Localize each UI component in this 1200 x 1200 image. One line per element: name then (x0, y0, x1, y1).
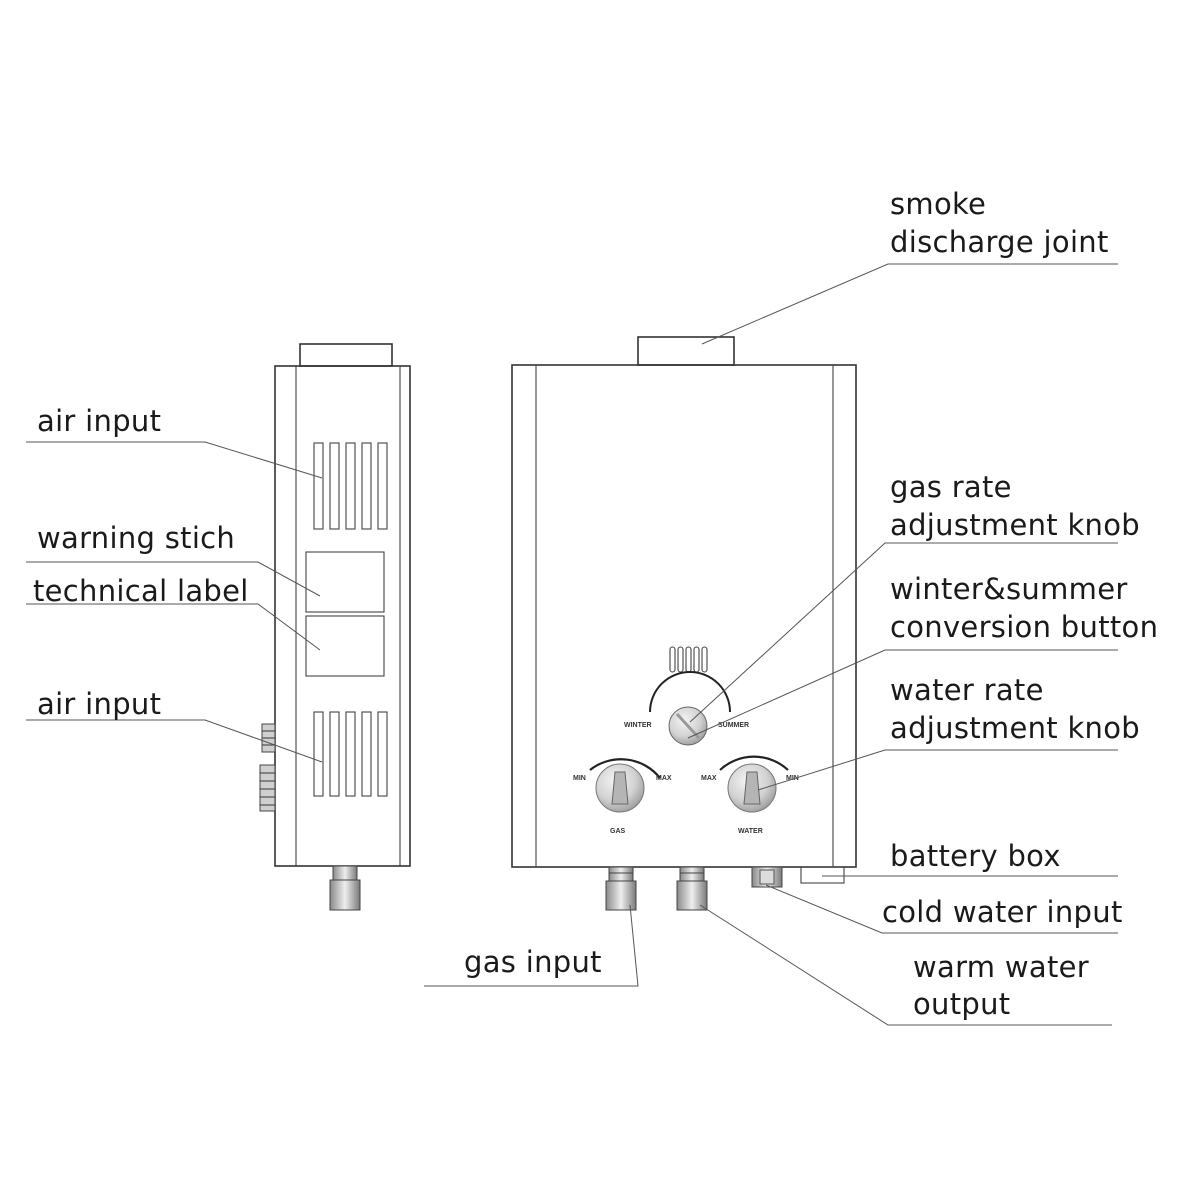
label-technical-label: technical label (33, 574, 249, 608)
label-gas-rate-line1: gas rate (890, 470, 1012, 504)
technical-label-plate (305, 615, 385, 677)
front-vent (669, 646, 708, 673)
cold-water-fitting (751, 866, 783, 888)
front-body (511, 364, 857, 868)
water-min-label: MIN (786, 775, 799, 782)
gas-max-label: MAX (656, 775, 672, 782)
air-vent-top (313, 442, 388, 530)
label-winter-summer-line1: winter&summer (890, 572, 1128, 606)
water-rate-knob[interactable]: MAX MIN WATER (701, 755, 799, 835)
label-battery-box: battery box (890, 839, 1061, 873)
label-warning-stich: warning stich (37, 521, 235, 555)
label-air-input-top: air input (37, 404, 161, 438)
water-label: WATER (738, 828, 763, 835)
label-smoke-line2: discharge joint (890, 225, 1109, 259)
label-cold-water-input: cold water input (882, 895, 1123, 929)
front-view: WINTER SUMMER MIN MAX GAS MAX MIN WATER (511, 336, 857, 911)
label-gas-rate-line2: adjustment knob (890, 508, 1140, 542)
gas-label: GAS (610, 828, 626, 835)
warning-sticker (305, 551, 385, 613)
side-knob-lower (259, 764, 276, 812)
label-water-rate-line2: adjustment knob (890, 711, 1140, 745)
side-knob-upper (261, 723, 276, 753)
gas-input-fitting (605, 866, 637, 911)
label-warm-water-line1: warm water (913, 950, 1089, 984)
battery-box (800, 866, 845, 884)
front-flue-cap (637, 336, 735, 366)
leader-lines (26, 263, 1118, 1026)
label-gas-input: gas input (464, 945, 602, 979)
label-warm-water-line2: output (913, 987, 1010, 1021)
side-pipe-fitting (329, 865, 361, 911)
side-view (259, 343, 411, 911)
summer-label: SUMMER (718, 722, 749, 729)
side-flue-cap (299, 343, 393, 367)
winter-summer-button[interactable]: WINTER SUMMER (624, 671, 749, 746)
label-water-rate-line1: water rate (890, 673, 1044, 707)
label-smoke-line1: smoke (890, 187, 986, 221)
labels: smoke discharge joint air input warning … (33, 187, 1158, 1021)
air-vent-bottom (313, 711, 388, 797)
gas-min-label: MIN (573, 775, 586, 782)
label-air-input-bottom: air input (37, 687, 161, 721)
gas-rate-knob[interactable]: MIN MAX GAS (573, 758, 672, 835)
label-winter-summer-line2: conversion button (890, 610, 1158, 644)
warm-water-fitting (676, 866, 708, 911)
water-max-label: MAX (701, 775, 717, 782)
winter-label: WINTER (624, 722, 652, 729)
